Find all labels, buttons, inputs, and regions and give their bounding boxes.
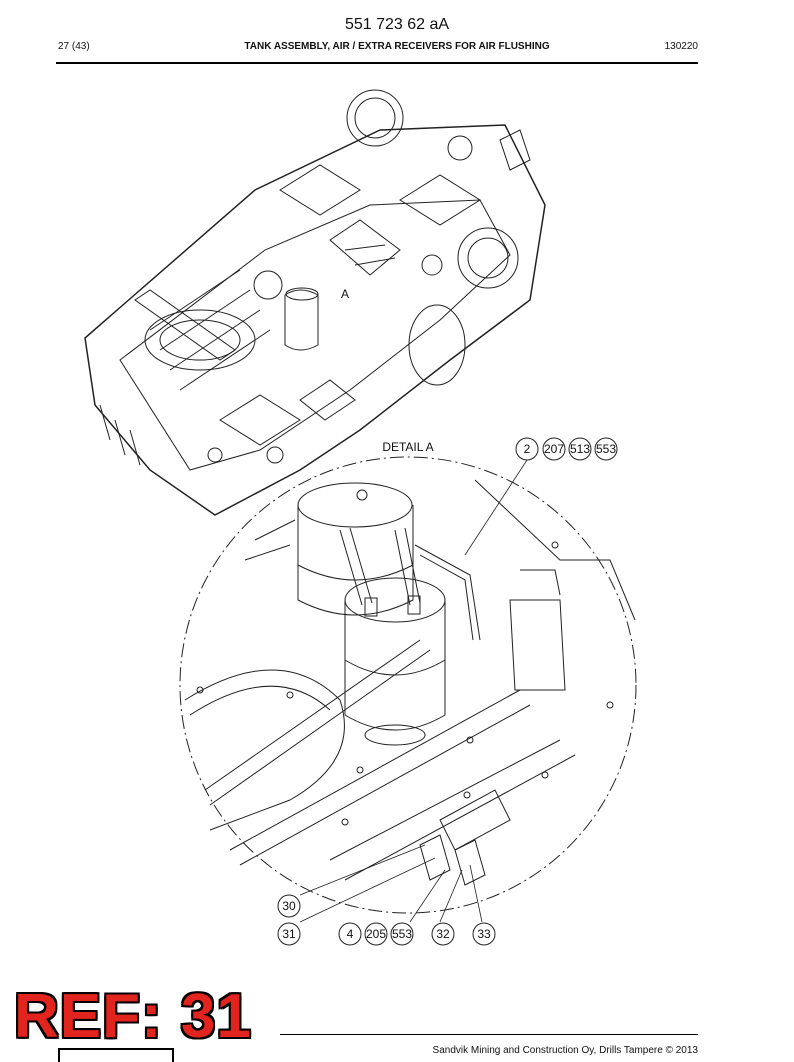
callout-label: 33 [477,927,491,941]
callout-label: 205 [366,927,386,941]
view-marker: A [341,287,349,301]
sheet-title: TANK ASSEMBLY, AIR / EXTRA RECEIVERS FOR… [244,41,550,52]
detail-label: DETAIL A [382,440,433,454]
callout-label: 4 [347,927,354,941]
callout-label: 31 [282,927,296,941]
ref-stamp: REF: 31 [14,982,252,1051]
callout-label: 207 [544,442,564,456]
callout-label: 513 [570,442,590,456]
callout-label: 32 [436,927,450,941]
copyright: Sandvik Mining and Construction Oy, Dril… [432,1045,698,1056]
callout-label: 2 [524,442,531,456]
doc-number: 551 723 62 aA [344,16,450,33]
callout-label: 553 [392,927,412,941]
technical-drawing: A DETAIL A 2 207 513 553 30 31 4 205 553… [84,89,637,946]
callout-circles [277,437,618,946]
revision: 130220 [664,41,698,52]
leader-lines [299,459,528,923]
logo-box [58,1048,174,1062]
machine-overview [84,89,546,516]
detail-circle [179,456,637,914]
footer-rule [280,1034,698,1035]
callout-label: 553 [596,442,616,456]
page-index: 27 (43) [58,41,90,52]
callout-label: 30 [282,899,296,913]
header-rule [56,62,698,64]
